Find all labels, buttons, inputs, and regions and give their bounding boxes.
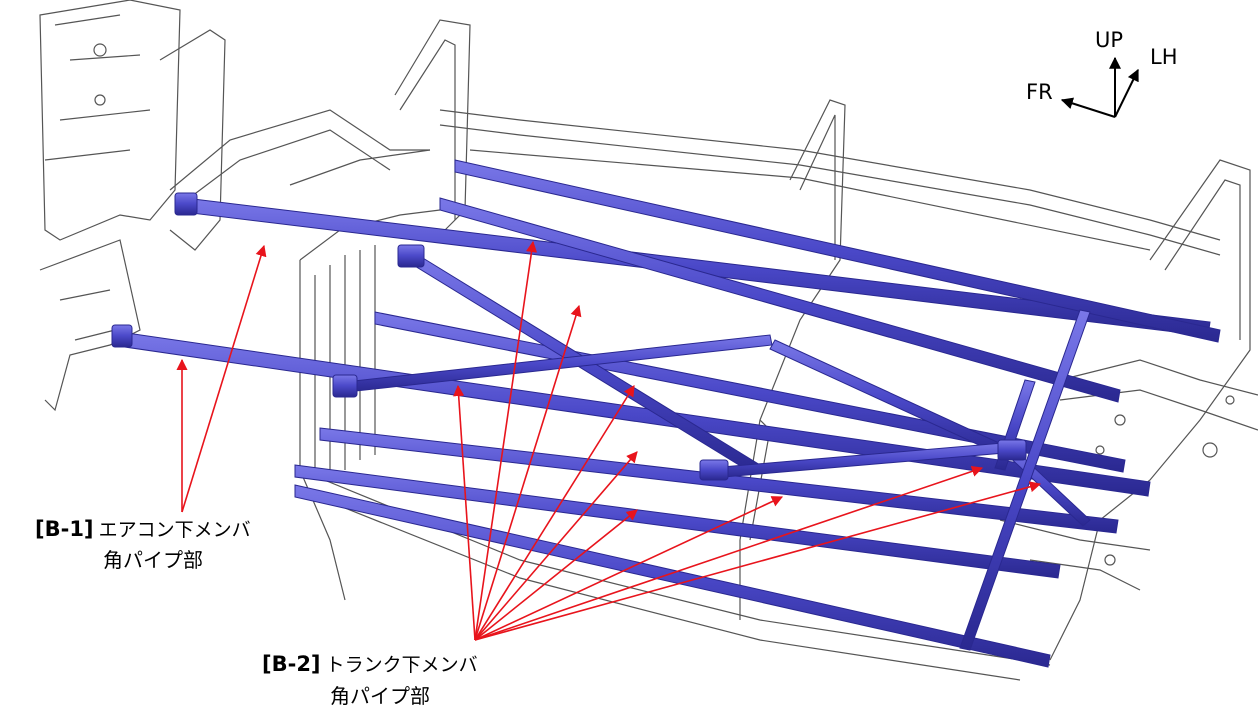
b2-arrow-7 [474,496,784,641]
b2-line2: 角パイプ部 [330,684,430,708]
orientation-triad [1060,56,1139,118]
b2-pipe-5 [294,464,1061,579]
b1-tag: [B-1] [35,517,94,541]
b1-callout: [B-1] エアコン下メンバ [35,519,251,540]
b2-line1: トランク下メンバ [325,654,478,676]
b1-arrow-2 [181,244,267,513]
b2-arrow-8 [474,465,984,641]
b2-arrow-1 [453,384,476,641]
b2-pipe-6 [294,484,1051,668]
b2-arrow-3 [474,304,582,641]
b2-arrow-5 [474,451,638,641]
b2-callout: [B-2] トランク下メンバ [262,654,478,675]
b2-arrow-9 [474,481,1042,641]
blue-members [111,159,1221,668]
b1-line2: 角パイプ部 [103,548,203,572]
b2-pipe-1 [454,159,1221,343]
fr-axis [1060,97,1116,118]
lh-axis [1114,68,1139,118]
b2-arrow-6 [474,509,638,641]
b1-line1: エアコン下メンバ [98,519,251,541]
lh-label: LH [1150,45,1178,69]
b2-tag: [B-2] [262,652,321,676]
b2-pipe-2 [439,197,1121,403]
b2-arrow-4 [474,385,635,641]
fr-label: FR [1026,80,1053,104]
b2-arrow-2 [474,240,538,641]
up-label: UP [1095,28,1124,52]
cross-1 [959,309,1091,651]
callout-arrows [176,240,1042,641]
